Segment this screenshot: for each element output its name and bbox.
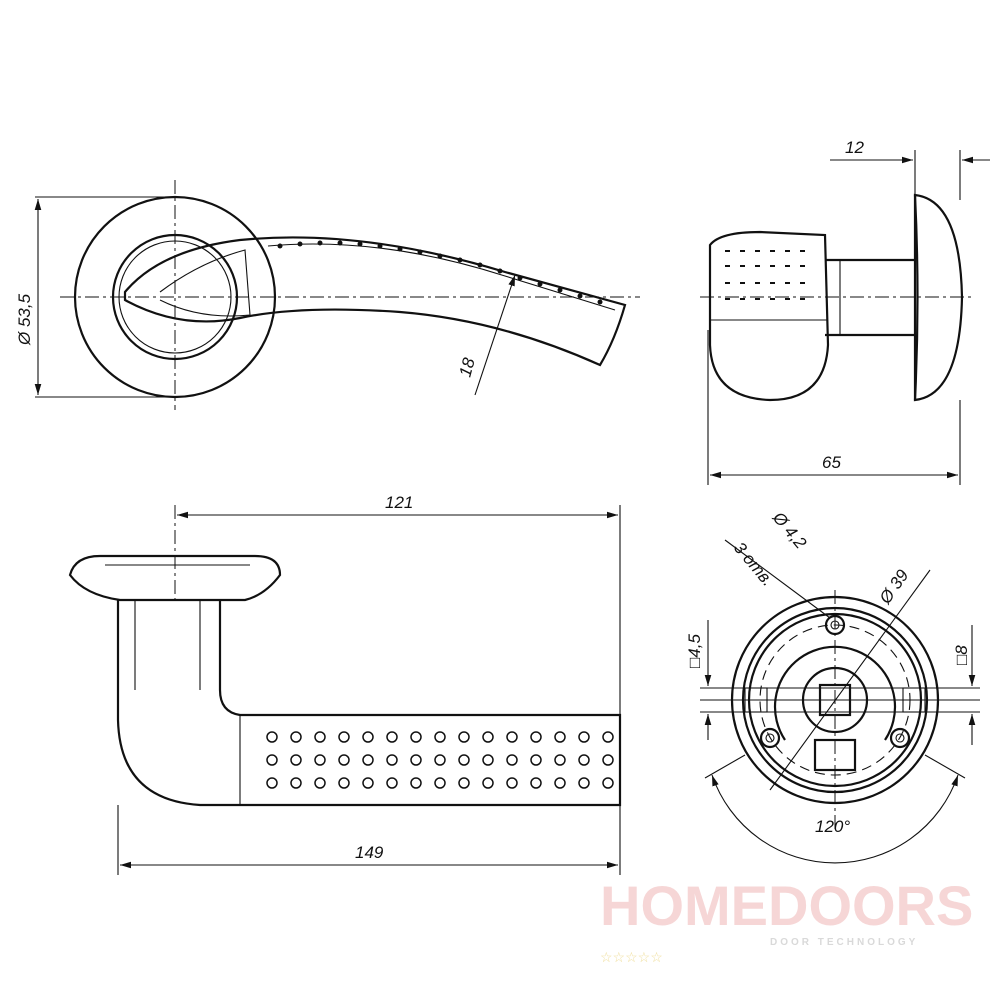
top-view (68, 505, 622, 875)
hole-count-label: 3 отв. (730, 538, 778, 590)
lever-dot (578, 754, 590, 766)
lever-dot (314, 754, 326, 766)
lever-dot (434, 731, 446, 743)
lever-dot (530, 777, 542, 789)
lever-dot (290, 777, 302, 789)
hole-diameter-label: Ø 4,2 (768, 508, 810, 553)
lever-dot (482, 777, 494, 789)
front-view (34, 180, 640, 410)
lever-dot (602, 777, 614, 789)
lever-dot (554, 754, 566, 766)
lever-dot (434, 777, 446, 789)
lever-dot (434, 754, 446, 766)
lever-dot (506, 731, 518, 743)
lever-dot (338, 731, 350, 743)
lever-dot (410, 777, 422, 789)
lever-dot (362, 777, 374, 789)
lever-dot (266, 731, 278, 743)
lever-dot (386, 754, 398, 766)
lever-dot (602, 754, 614, 766)
lever-dot (386, 731, 398, 743)
watermark-logo: HOMEDOORS DOOR TECHNOLOGY ☆☆☆☆☆ (600, 874, 973, 966)
lever-dot (458, 731, 470, 743)
lever-dot (506, 777, 518, 789)
lever-dot (266, 754, 278, 766)
square-4-5-label: □4,5 (685, 634, 704, 668)
lever-dot (266, 777, 278, 789)
lever-dot (578, 777, 590, 789)
watermark-stars: ☆☆☆☆☆ (600, 951, 663, 966)
side-view (700, 150, 990, 485)
lever-dot (530, 754, 542, 766)
lever-dot (458, 777, 470, 789)
lever-dot (602, 731, 614, 743)
lever-dot (554, 777, 566, 789)
side-depth-label: 65 (822, 453, 841, 472)
lever-dot (410, 731, 422, 743)
front-diameter-label: Ø 53,5 (15, 293, 34, 346)
lever-dot (362, 754, 374, 766)
lever-dot (410, 754, 422, 766)
lever-dot (290, 754, 302, 766)
lever-dot (290, 731, 302, 743)
lever-dot (386, 777, 398, 789)
watermark-brand: HOMEDOORS (600, 874, 973, 937)
lever-dot (362, 731, 374, 743)
lever-dot (338, 754, 350, 766)
lever-dot (578, 731, 590, 743)
side-thickness-label: 12 (845, 138, 864, 157)
lever-dot (314, 731, 326, 743)
lever-dot (338, 777, 350, 789)
lever-dot (314, 777, 326, 789)
lever-dot (506, 754, 518, 766)
length-149-label: 149 (355, 843, 384, 862)
rosette-view (700, 539, 980, 864)
lever-dot (482, 754, 494, 766)
lever-dot (530, 731, 542, 743)
length-121-label: 121 (385, 493, 413, 512)
lever-dot (482, 731, 494, 743)
lever-dot (554, 731, 566, 743)
watermark-tagline: DOOR TECHNOLOGY (770, 937, 918, 948)
angle-120-label: 120° (815, 817, 850, 836)
front-width-label: 18 (456, 355, 479, 379)
lever-dot (458, 754, 470, 766)
square-8-label: □8 (952, 645, 971, 665)
